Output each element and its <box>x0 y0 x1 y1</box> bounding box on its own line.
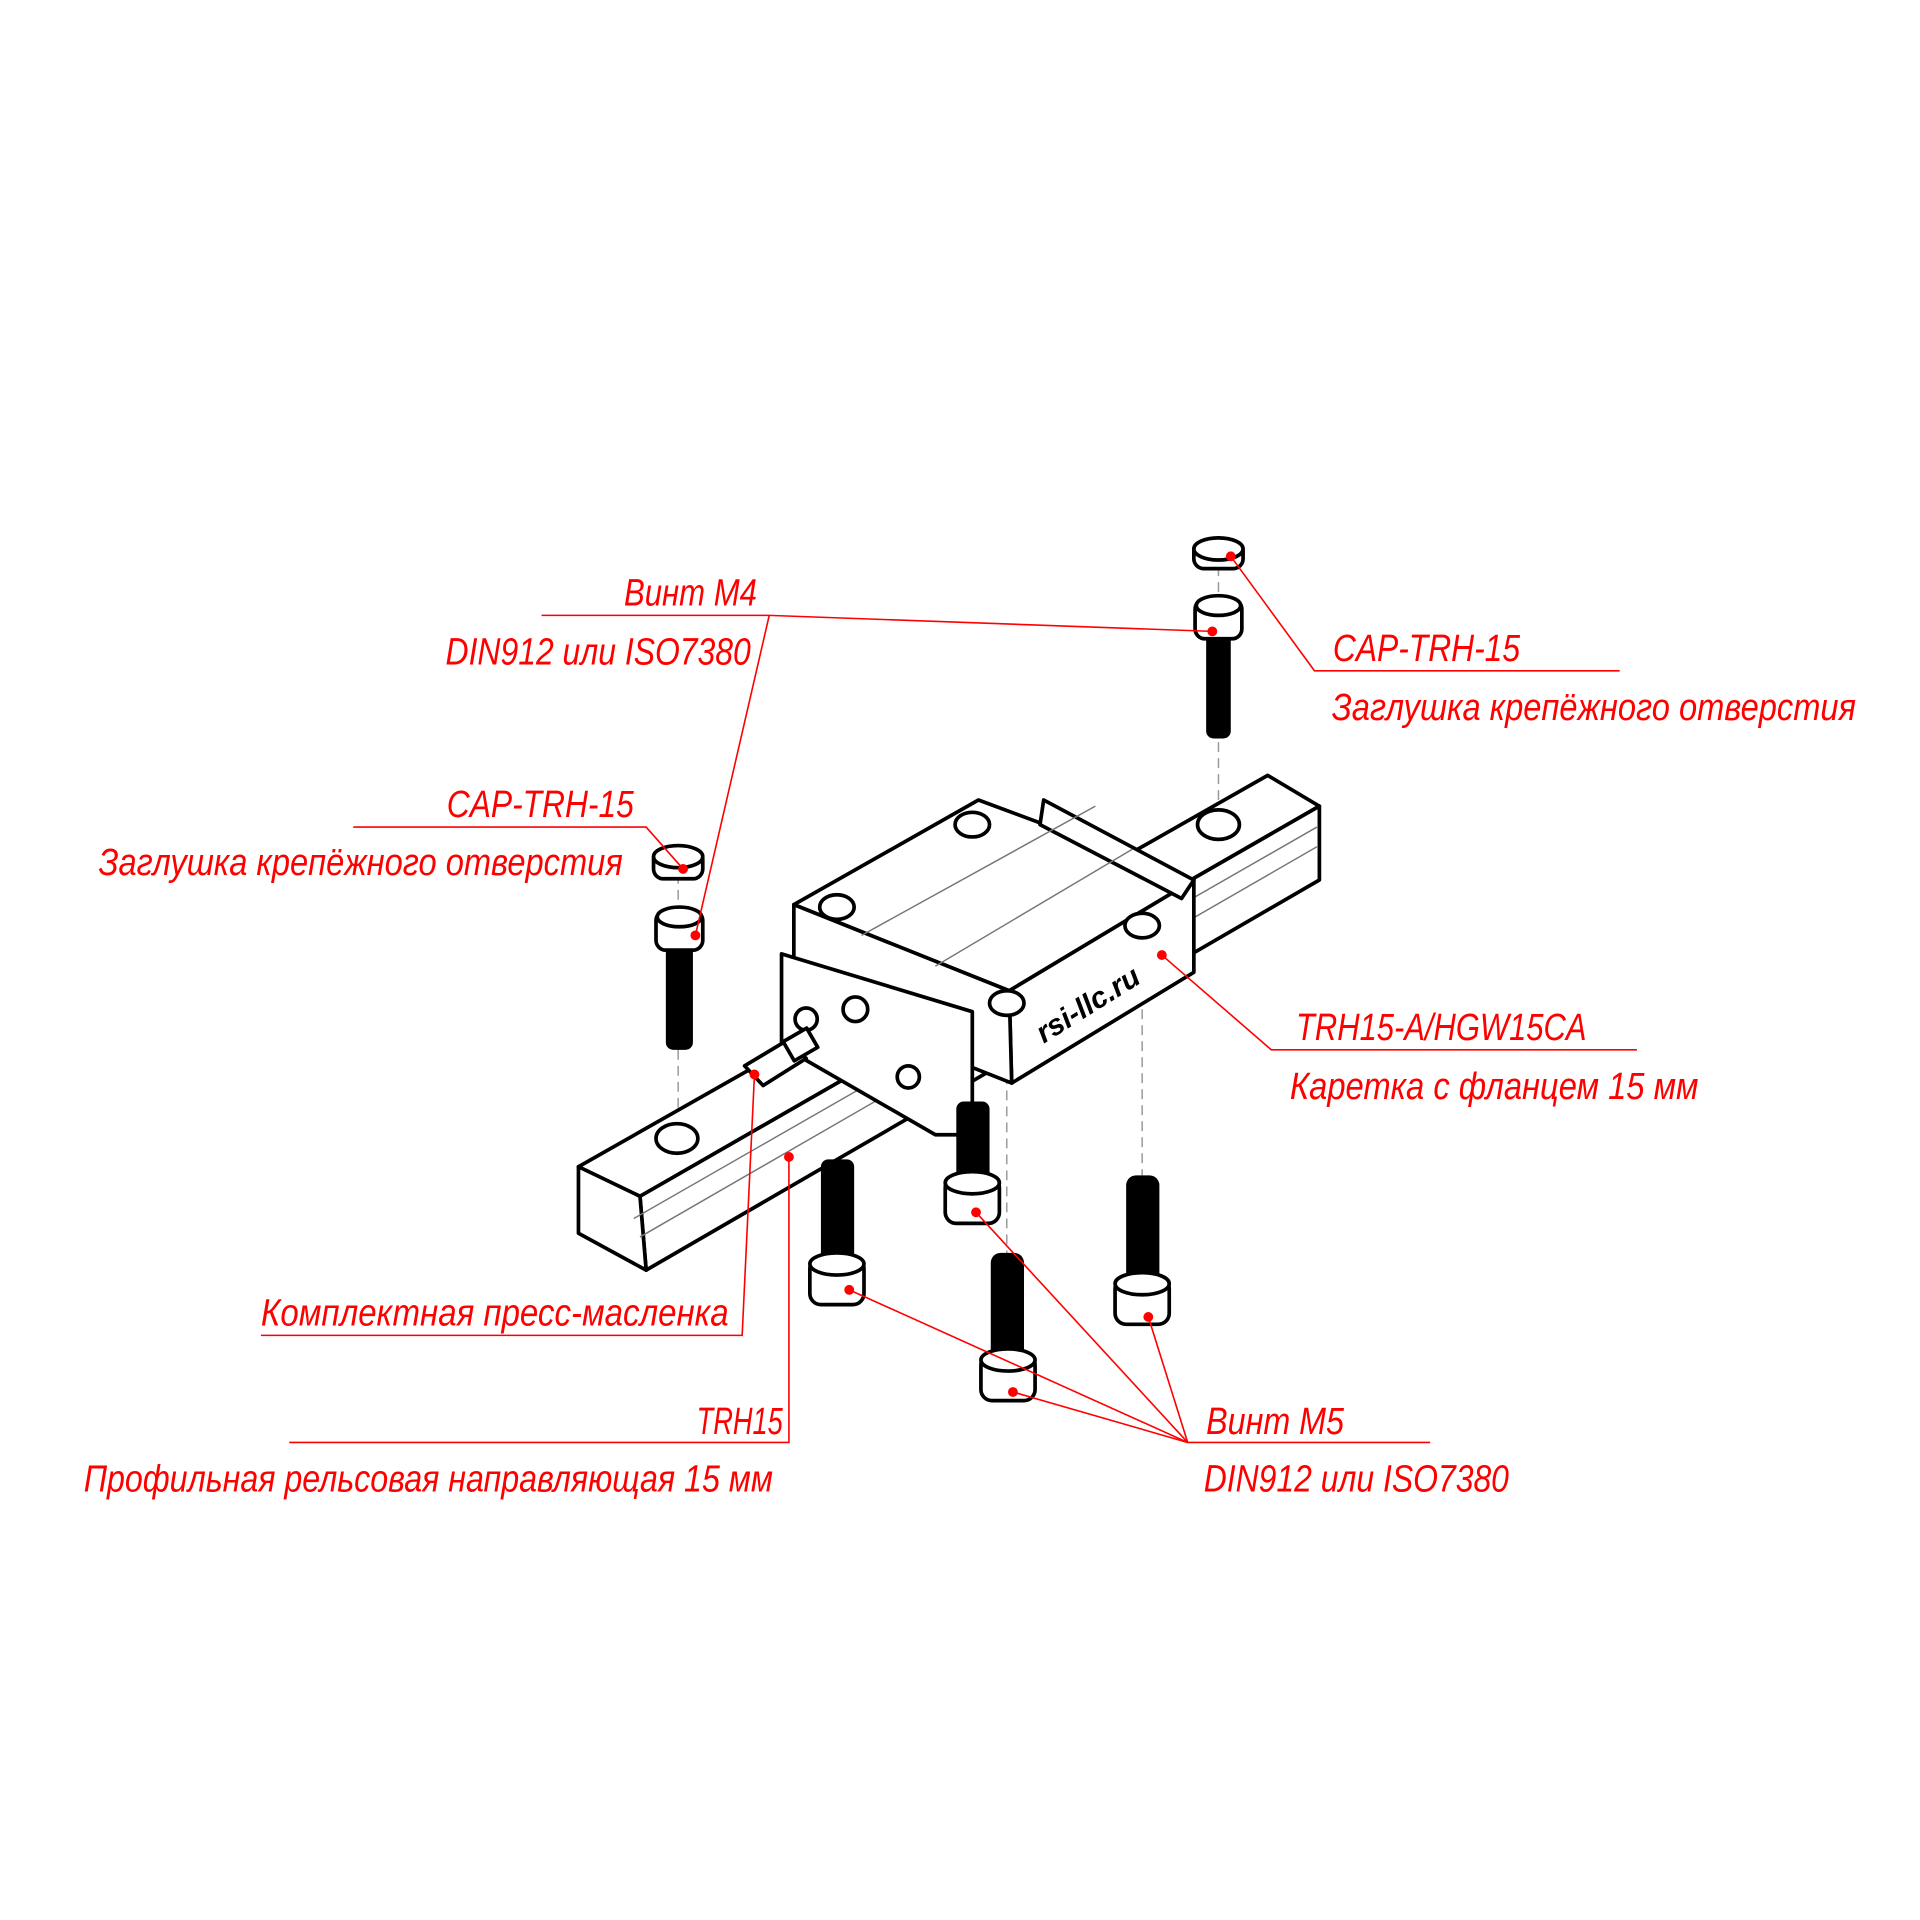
carriage-mount-hole <box>817 892 857 922</box>
screw-m4-title: Винт M4 <box>624 572 757 615</box>
screw-m5 <box>979 1252 1037 1403</box>
screw-m4-standard: DIN912 или ISO7380 <box>446 631 751 674</box>
screw-m5 <box>943 1101 1002 1226</box>
grease-nipple-title: Комплектная пресс-масленка <box>261 1292 729 1335</box>
carriage-title: TRH15-A/HGW15CA <box>1296 1006 1586 1049</box>
carriage-mount-hole <box>987 988 1026 1018</box>
leader-lines <box>260 551 1637 1444</box>
carriage-mount-hole <box>953 810 992 839</box>
cap-right-description: Заглушка крепёжного отверстия <box>1332 686 1856 729</box>
cap-left-title: CAP-TRH-15 <box>447 783 635 826</box>
carriage-mount-hole <box>1123 911 1162 940</box>
screw-m4-left <box>654 905 705 1050</box>
screw-m5-title: Винт M5 <box>1206 1400 1345 1443</box>
rail-mount-hole <box>1195 808 1242 842</box>
rail-mount-hole <box>654 1121 700 1156</box>
rail-description: Профильная рельсовая направляющая 15 мм <box>84 1458 773 1501</box>
screw-m4-right <box>1193 593 1244 739</box>
cap-left-description: Заглушка крепёжного отверстия <box>98 841 622 884</box>
cap-right-title: CAP-TRH-15 <box>1333 627 1521 670</box>
carriage-description: Каретка с фланцем 15 мм <box>1290 1065 1699 1108</box>
carriage-block: rsi-llc.ru <box>779 798 1196 1137</box>
grease-nipple <box>742 1026 820 1088</box>
screw-m5 <box>1113 1175 1172 1327</box>
screw-m5-standard: DIN912 или ISO7380 <box>1204 1458 1509 1501</box>
rail-title: TRH15 <box>697 1400 784 1443</box>
screw-m5 <box>808 1159 866 1307</box>
